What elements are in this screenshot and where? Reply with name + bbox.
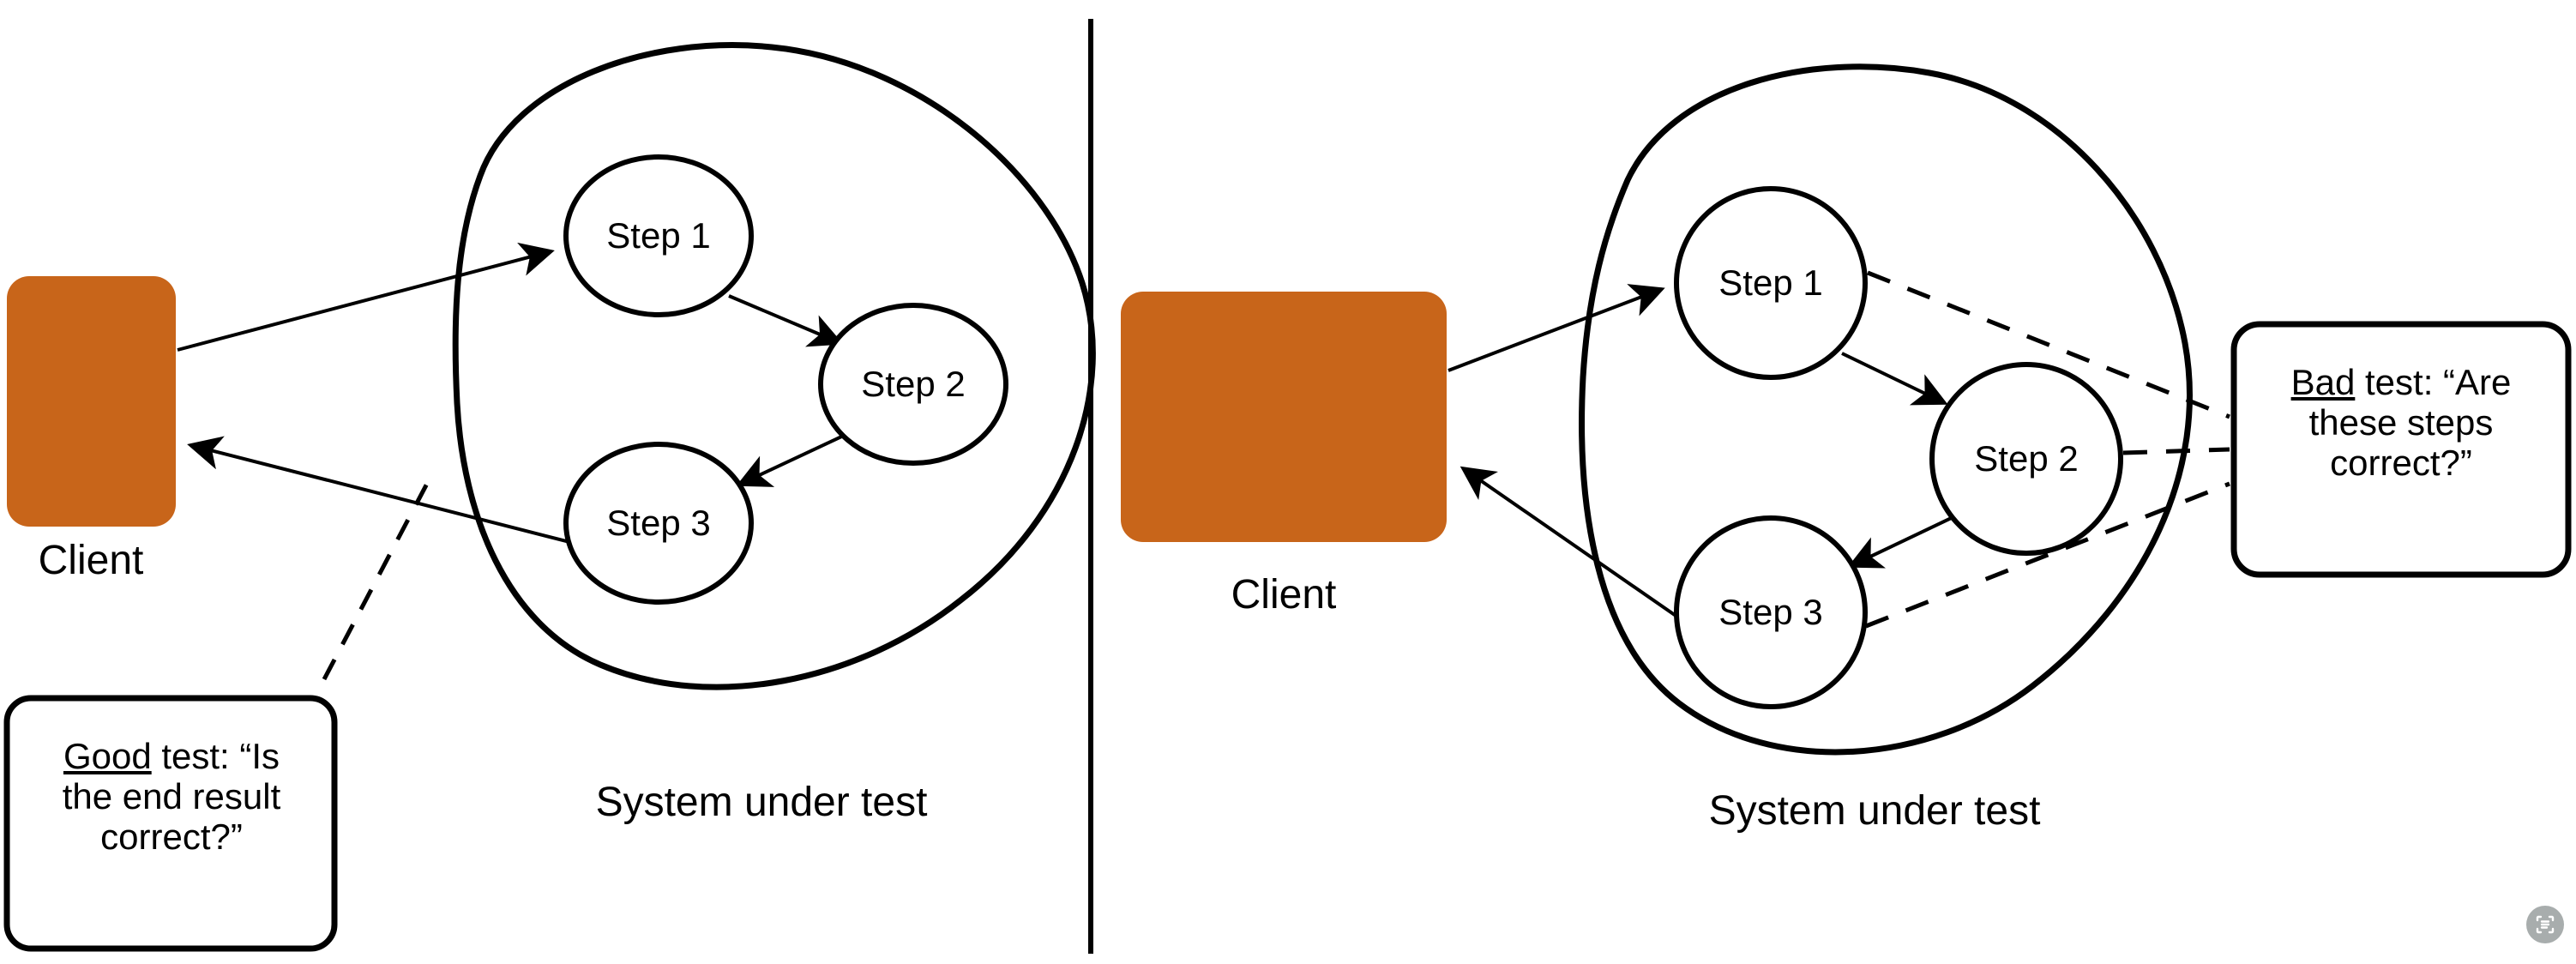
good-test-line1-rest: test: “Is — [151, 736, 280, 776]
step-node-right-2[interactable] — [1929, 362, 2123, 556]
step-node-left-1[interactable] — [563, 154, 754, 317]
edge-client-to-step1-left — [177, 242, 555, 352]
leader-step2-to-bad-callout — [2122, 447, 2230, 455]
good-test-callout-line-3: correct?” — [100, 816, 243, 858]
edge-step2-to-step3-left — [736, 431, 850, 487]
scan-document-icon[interactable] — [2526, 906, 2564, 943]
step-node-left-2-label: Step 2 — [861, 364, 966, 404]
edge-client-to-step1-right — [1447, 284, 1665, 372]
good-test-callout-box[interactable] — [3, 695, 338, 952]
step-node-right-2-label: Step 2 — [1974, 438, 2079, 479]
edge-step1-to-step2-right — [1841, 352, 1948, 406]
client-box-left — [7, 276, 176, 527]
edge-step2-to-step3-right — [1847, 511, 1963, 569]
leader-step3-to-bad-callout — [1865, 481, 2230, 629]
client-box-right — [1121, 292, 1447, 542]
step-node-right-3-label: Step 3 — [1718, 592, 1823, 632]
good-test-emphasis: Good — [63, 736, 152, 776]
step-node-right-1[interactable] — [1674, 186, 1868, 380]
step-node-left-2[interactable] — [818, 303, 1008, 466]
step-node-left-3-label: Step 3 — [606, 503, 711, 543]
step-node-right-3[interactable] — [1674, 515, 1868, 709]
bad-test-line1-rest: test: “Are — [2355, 362, 2512, 402]
leader-step1-to-bad-callout — [1867, 270, 2230, 419]
good-test-callout-line-2: the end result — [62, 776, 281, 817]
good-test-callout-text: Good test: “Is the end result correct?” — [19, 736, 324, 857]
bad-test-callout-line-1: Bad test: “Are — [2245, 362, 2557, 402]
bad-test-emphasis: Bad — [2290, 362, 2356, 402]
edge-step3-to-client-left — [187, 436, 584, 547]
bad-test-callout-text: Bad test: “Are these steps correct?” — [2245, 362, 2557, 483]
bad-test-callout-box[interactable] — [2230, 321, 2572, 578]
good-test-callout-line-1: Good test: “Is — [19, 736, 324, 776]
client-label-left: Client — [38, 538, 144, 583]
bad-test-callout-line-3: correct?” — [2330, 443, 2472, 484]
step-node-left-3[interactable] — [563, 442, 754, 605]
edge-step3-to-client-right — [1460, 466, 1696, 630]
step-node-left-1-label: Step 1 — [606, 215, 711, 256]
system-under-test-caption-left: System under test — [595, 780, 928, 825]
bad-test-callout-line-2: these steps — [2308, 402, 2494, 443]
system-under-test-caption-right: System under test — [1708, 788, 2041, 834]
leader-good-callout — [322, 479, 431, 681]
edge-step1-to-step2-left — [728, 294, 844, 347]
step-node-right-1-label: Step 1 — [1718, 262, 1823, 303]
client-label-right: Client — [1231, 572, 1337, 618]
